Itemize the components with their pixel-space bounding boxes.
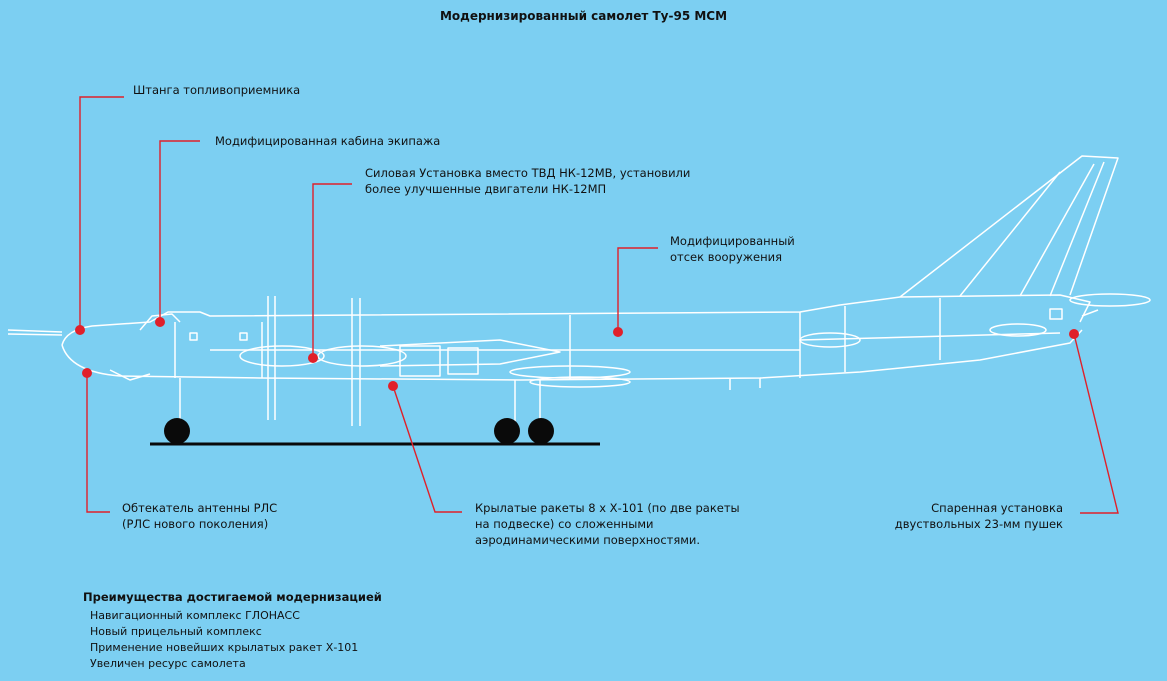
advantage-item: Увеличен ресурс самолета bbox=[90, 657, 246, 670]
label-engines-line1: Силовая Установка вместо ТВД НК-12МВ, ус… bbox=[365, 166, 691, 180]
label-radome: Обтекатель антенны РЛС (РЛС нового покол… bbox=[122, 500, 277, 532]
advantage-item: Новый прицельный комплекс bbox=[90, 625, 262, 638]
aircraft-outline bbox=[7, 155, 1151, 426]
callout-dot-engine bbox=[308, 353, 318, 363]
advantage-item: Навигационный комплекс ГЛОНАСС bbox=[90, 609, 300, 622]
label-missiles-line2: на подвеске) со сложенными bbox=[475, 517, 654, 531]
callout-lines bbox=[79, 96, 1119, 514]
callout-dots bbox=[75, 317, 1079, 391]
advantage-item: Применение новейших крылатых ракет Х-101 bbox=[90, 641, 359, 654]
callout-dot-bay bbox=[613, 327, 623, 337]
advantages-heading: Преимущества достигаемой модернизацией bbox=[83, 590, 382, 604]
label-weapons-bay: Модифицированный отсек вооружения bbox=[670, 233, 795, 265]
callout-dot-cockpit bbox=[155, 317, 165, 327]
label-cockpit: Модифицированная кабина экипажа bbox=[215, 134, 441, 148]
label-refuel-probe: Штанга топливоприемника bbox=[133, 83, 301, 97]
label-missiles-line3: аэродинамическими поверхностями. bbox=[475, 533, 701, 547]
label-tail-gun: Спаренная установка двуствольных 23-мм п… bbox=[860, 500, 1063, 532]
landing-gear bbox=[150, 418, 600, 446]
label-engines: Силовая Установка вместо ТВД НК-12МВ, ус… bbox=[365, 165, 690, 197]
label-missiles-line1: Крылатые ракеты 8 х Х-101 (по две ракеты bbox=[475, 501, 740, 515]
diagram-title: Модернизированный самолет Ту-95 МСМ bbox=[439, 9, 728, 23]
label-tail-gun-line1: Спаренная установка bbox=[931, 501, 1063, 515]
callout-dot-tail-gun bbox=[1069, 329, 1079, 339]
callout-dot-probe bbox=[75, 325, 85, 335]
label-weapons-bay-line2: отсек вооружения bbox=[670, 250, 783, 264]
callout-dot-missiles bbox=[388, 381, 398, 391]
label-radome-line1: Обтекатель антенны РЛС bbox=[122, 501, 278, 515]
label-tail-gun-line2: двуствольных 23-мм пушек bbox=[894, 517, 1063, 531]
advantages-list: Навигационный комплекс ГЛОНАСС Новый при… bbox=[90, 608, 358, 672]
callout-dot-radome bbox=[82, 368, 92, 378]
label-radome-line2: (РЛС нового поколения) bbox=[122, 517, 269, 531]
label-engines-line2: более улучшенные двигатели НК-12МП bbox=[365, 182, 607, 196]
label-weapons-bay-line1: Модифицированный bbox=[670, 234, 795, 248]
label-missiles: Крылатые ракеты 8 х Х-101 (по две ракеты… bbox=[475, 500, 740, 548]
